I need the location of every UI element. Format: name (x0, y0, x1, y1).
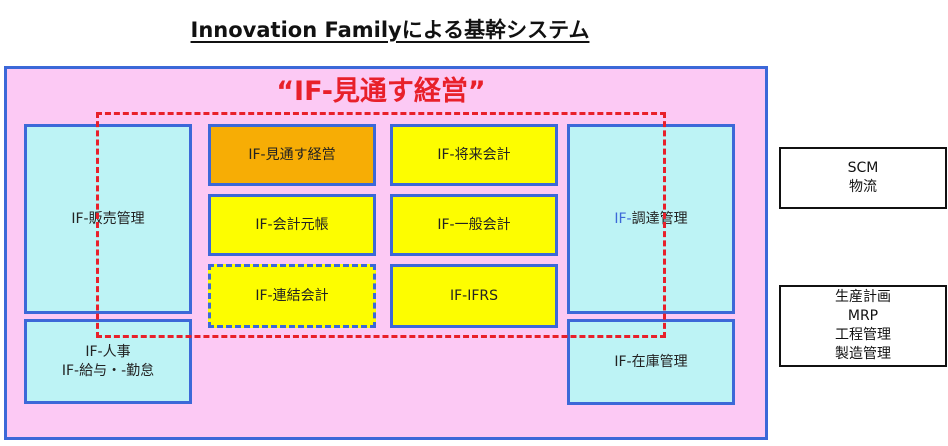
scm-label: SCM (847, 160, 879, 176)
ifrs-box: IF-IFRS (390, 264, 558, 328)
procurement-prefix: IF- (614, 210, 632, 227)
hr-payroll-box: IF-人事 IF-給与・-勤怠 (24, 319, 192, 404)
payroll-attendance-label: IF-給与・-勤怠 (61, 362, 155, 379)
general-ledger-label: IF-会計元帳 (255, 216, 329, 233)
procurement-text: 調達管理 (631, 210, 688, 227)
ifrs-label: IF-IFRS (449, 287, 499, 304)
general-accounting-box: IF-一般会計 (390, 194, 558, 256)
headline-management-outlook: “IF-見通す経営” (276, 76, 486, 107)
manufacturing-management-label: 製造管理 (835, 346, 891, 362)
logistics-label: 物流 (849, 179, 877, 195)
general-ledger-box: IF-会計元帳 (208, 194, 376, 256)
scm-logistics-label: SCM 物流 (848, 159, 879, 197)
production-planning-label: 生産計画 (835, 289, 891, 305)
mrp-label: MRP (847, 308, 879, 324)
procurement-management-label: IF-調達管理 (614, 210, 687, 229)
management-outlook-label: IF-見通す経営 (248, 146, 336, 163)
diagram-title: Innovation Familyによる基幹システム (190, 18, 590, 42)
process-management-label: 工程管理 (835, 327, 891, 343)
future-accounting-box: IF-将来会計 (390, 124, 558, 186)
general-accounting-label: IF-一般会計 (437, 216, 511, 233)
management-outlook-box: IF-見通す経営 (208, 124, 376, 186)
consolidated-accounting-label: IF-連結会計 (255, 287, 329, 304)
consolidated-accounting-box: IF-連結会計 (208, 264, 376, 328)
inventory-management-label: IF-在庫管理 (614, 353, 688, 370)
future-accounting-label: IF-将来会計 (437, 146, 511, 163)
scm-logistics-box: SCM 物流 (779, 147, 947, 209)
inventory-management-box: IF-在庫管理 (567, 319, 735, 405)
production-system-box: 生産計画 MRP 工程管理 製造管理 (779, 285, 947, 367)
production-system-label: 生産計画 MRP 工程管理 製造管理 (835, 288, 891, 364)
sales-management-label: IF-販売管理 (71, 210, 145, 227)
sales-management-box: IF-販売管理 (24, 124, 192, 314)
procurement-management-box: IF-調達管理 (567, 124, 735, 314)
hr-payroll-label: IF-人事 IF-給与・-勤怠 (62, 343, 154, 381)
hr-label: IF-人事 (85, 343, 131, 360)
